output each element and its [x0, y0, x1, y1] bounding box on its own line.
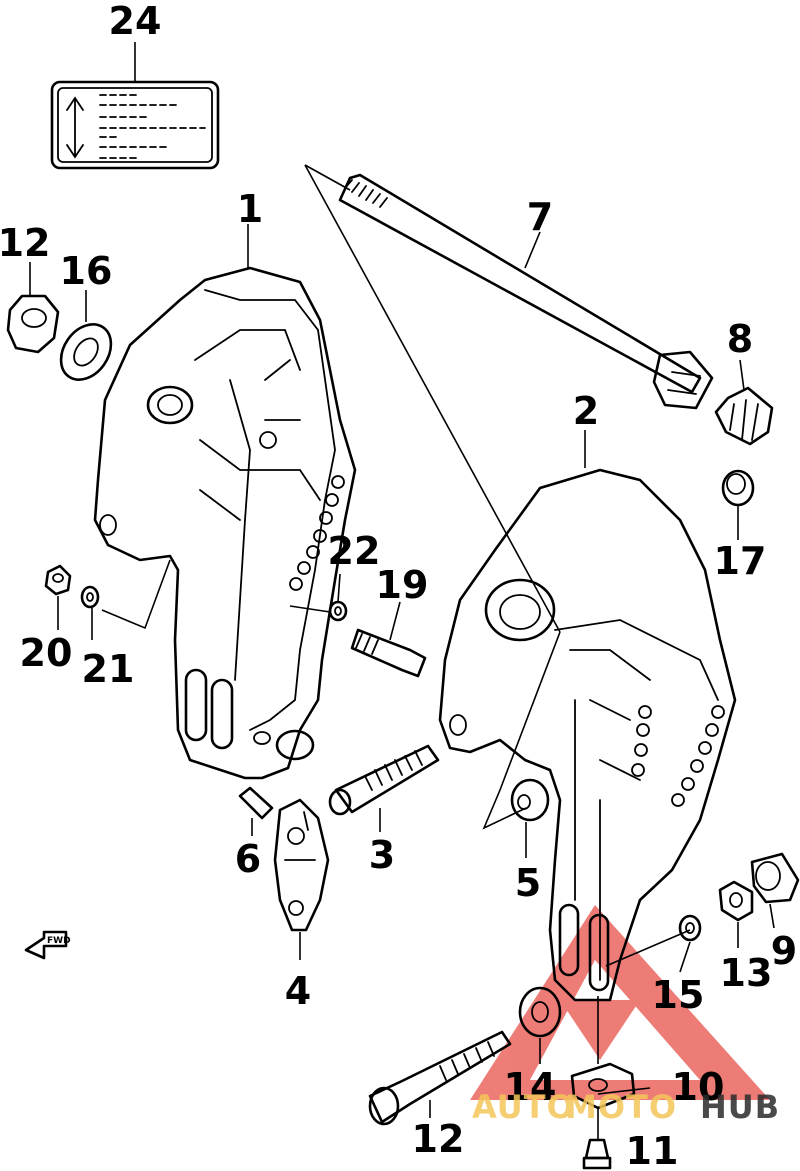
callout-5: 5 [515, 861, 541, 905]
pin-6 [238, 786, 274, 820]
callout-15: 14 [504, 1065, 557, 1109]
callout-19: 17 [714, 539, 767, 583]
callout-3: 3 [369, 833, 395, 877]
tilt-tube-7 [338, 173, 714, 410]
callout-17: 16 [60, 249, 113, 293]
washer-5 [510, 778, 550, 822]
nut-14 [6, 294, 60, 354]
washer-22 [80, 585, 100, 609]
callout-7: 7 [527, 195, 553, 239]
washer-15 [518, 986, 562, 1038]
callout-16: 15 [652, 973, 705, 1017]
callout-14: 12 [0, 221, 50, 265]
label-plate [50, 80, 220, 170]
nut-21 [44, 564, 72, 596]
callout-23: 22 [328, 529, 381, 573]
callout-12: 12 [412, 1117, 465, 1161]
swivel-bracket-2 [438, 468, 737, 1002]
callout-24: 24 [109, 0, 162, 43]
bolt-12 [368, 1030, 512, 1126]
callout-4: 4 [285, 969, 311, 1013]
fwd-label: FWD [47, 936, 71, 946]
washer-23 [328, 600, 348, 622]
callout-6: 6 [235, 837, 261, 881]
screw-11 [582, 1138, 612, 1170]
callout-11: 11 [626, 1129, 679, 1171]
cap-9 [750, 852, 800, 904]
cap-nut-8 [714, 386, 774, 446]
callout-8: 8 [727, 317, 753, 361]
pin-20 [350, 628, 427, 678]
threaded-rod-3 [328, 744, 440, 816]
clamp-bracket-1 [93, 266, 357, 780]
watermark-logo [470, 905, 770, 1100]
callout-10: 10 [672, 1065, 725, 1109]
block-10 [570, 1062, 636, 1110]
washer-17 [59, 323, 113, 381]
lever-4 [273, 798, 330, 932]
nut-13 [718, 880, 754, 922]
callout-21: 20 [20, 631, 73, 675]
bushing-19 [721, 469, 755, 507]
fwd-arrow-icon [24, 930, 68, 960]
callout-13: 13 [720, 951, 773, 995]
callout-1: 1 [237, 187, 263, 231]
watermark-text: AUTO MOTO HUB [472, 1088, 780, 1126]
callout-22: 21 [82, 647, 135, 691]
washer-16 [678, 914, 702, 942]
callout-9: 9 [771, 929, 797, 973]
watermark-hub: HUB [700, 1088, 780, 1126]
callout-2: 2 [573, 389, 599, 433]
callout-20: 19 [376, 563, 429, 607]
leader-lines [29, 42, 775, 1140]
watermark-moto: MOTO [565, 1088, 677, 1126]
watermark-auto: AUTO [472, 1088, 575, 1126]
